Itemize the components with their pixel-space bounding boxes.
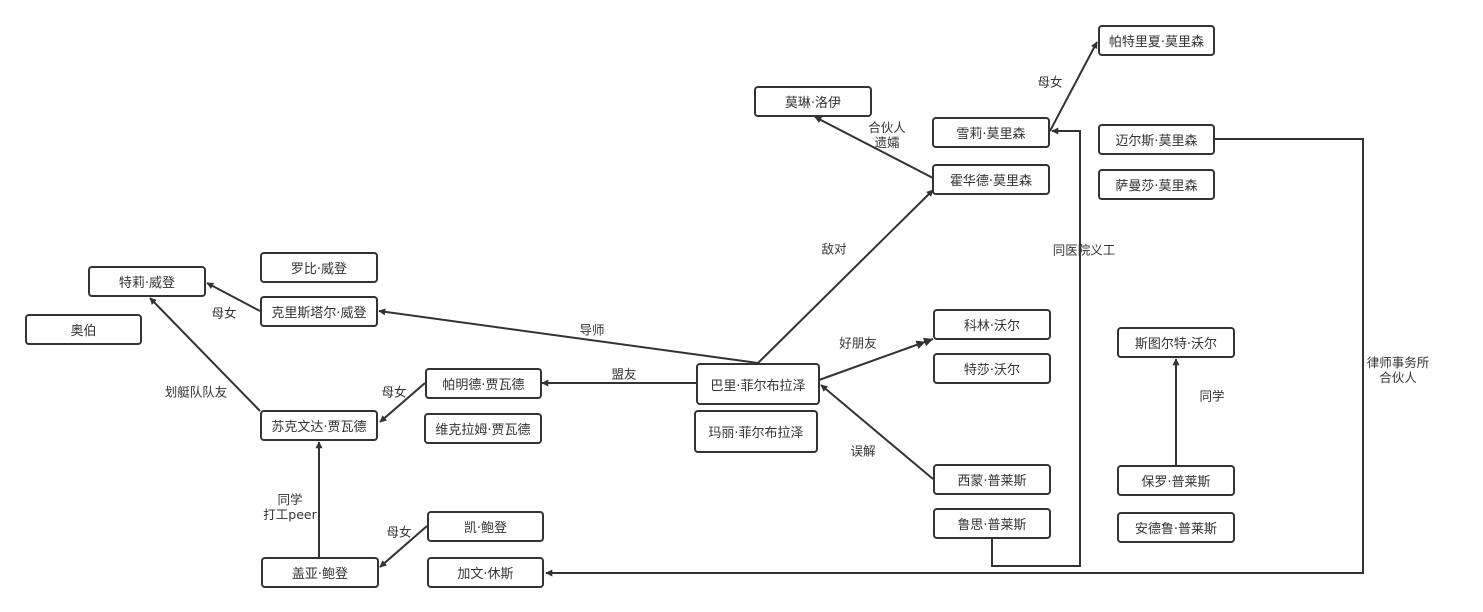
edge-label-paul-stuart: 同学 [1199,388,1225,404]
node-mary[interactable]: 玛丽·菲尔布拉泽 [694,410,818,453]
node-colin[interactable]: 科林·沃尔 [933,309,1051,340]
edge-label-gaia-sukhvinder: 同学 打工peer [263,492,317,522]
edge-miles-gavin[interactable] [545,138,1364,577]
edge-howard-maureen[interactable] [814,116,934,179]
edge-shirley-patricia[interactable] [1049,41,1098,132]
edge-label-miles-gavin: 律师事务所 合伙人 [1366,355,1430,385]
edge-label-simon-barry: 误解 [850,443,876,459]
node-paul[interactable]: 保罗·普莱斯 [1117,465,1235,496]
node-kay[interactable]: 凯·鲍登 [427,511,544,542]
node-sukhvinder[interactable]: 苏克文达·贾瓦德 [260,410,378,441]
node-gavin[interactable]: 加文·休斯 [427,557,544,588]
edge-kay-gaia[interactable] [379,525,428,568]
node-tessa[interactable]: 特莎·沃尔 [933,353,1051,384]
edge-label-barry-parminder: 盟友 [611,366,637,382]
node-shirley[interactable]: 雪莉·莫里森 [932,117,1050,148]
edge-sukhvinder-terry[interactable] [149,297,261,412]
node-stuart[interactable]: 斯图尔特·沃尔 [1117,327,1235,358]
edge-label-barry-colin: 好朋友 [839,335,877,351]
edge-label-shirley-patricia: 母女 [1037,74,1063,90]
node-maureen[interactable]: 莫琳·洛伊 [754,86,872,117]
node-patricia[interactable]: 帕特里夏·莫里森 [1098,25,1215,56]
node-howard[interactable]: 霍华德·莫里森 [932,164,1050,195]
edge-ruth-shirley[interactable] [991,127,1081,567]
node-ruth[interactable]: 鲁思·普莱斯 [933,508,1051,539]
edge-label-barry-howard: 敌对 [821,241,847,257]
edge-label-sukhvinder-terry: 划艇队队友 [164,384,228,400]
node-simon[interactable]: 西蒙·普莱斯 [933,464,1051,495]
node-terry[interactable]: 特莉·威登 [88,266,206,297]
edge-barry-howard[interactable] [757,189,934,364]
edge-barry-colin[interactable] [818,337,934,381]
edge-label-howard-maureen: 合伙人 遗孀 [868,120,906,150]
edge-label-crystal-terry: 母女 [211,305,237,321]
edge-label-ruth-shirley: 同医院义工 [1052,242,1116,258]
edge-crystal-terry[interactable] [206,282,261,312]
node-auber[interactable]: 奥伯 [25,314,142,345]
edge-simon-barry[interactable] [820,384,934,480]
node-vikram[interactable]: 维克拉姆·贾瓦德 [424,413,542,444]
node-crystal[interactable]: 克里斯塔尔·威登 [260,296,378,327]
node-robbie[interactable]: 罗比·威登 [260,252,378,283]
node-samantha[interactable]: 萨曼莎·莫里森 [1098,169,1215,200]
node-parminder[interactable]: 帕明德·贾瓦德 [425,368,542,399]
edge-label-kay-gaia: 母女 [386,524,412,540]
node-barry[interactable]: 巴里·菲尔布拉泽 [696,363,820,405]
node-miles[interactable]: 迈尔斯·莫里森 [1098,124,1215,155]
edge-barry-crystal[interactable] [378,308,759,364]
edge-label-parminder-sukhvinder: 母女 [381,384,407,400]
node-gaia[interactable]: 盖亚·鲍登 [261,557,379,588]
edge-parminder-sukhvinder[interactable] [379,382,426,423]
edge-label-barry-crystal: 导师 [579,322,605,338]
node-andrew[interactable]: 安德鲁·普莱斯 [1117,512,1235,543]
